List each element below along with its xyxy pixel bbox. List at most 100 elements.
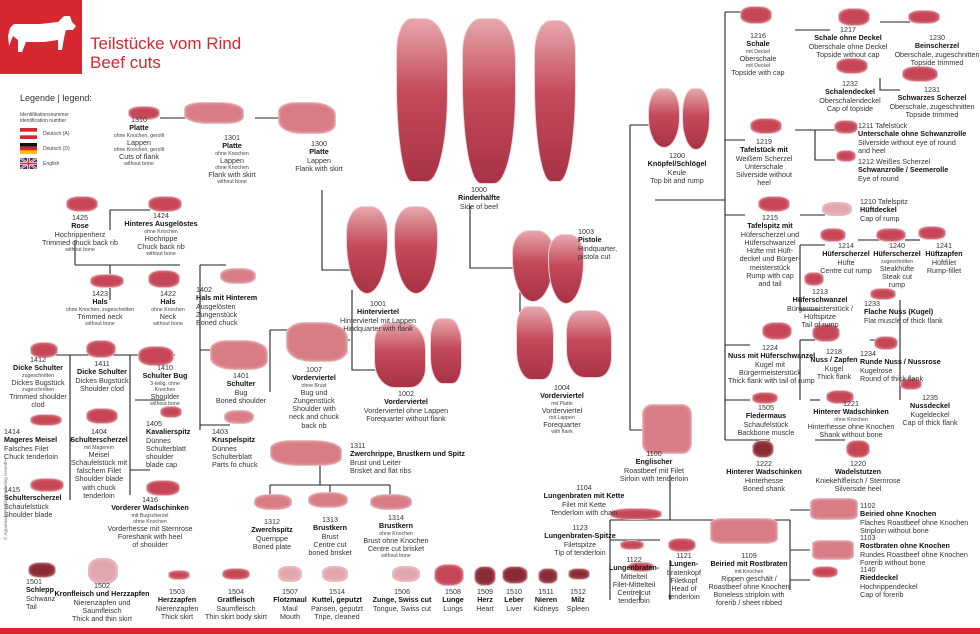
cut-name: Zungenstück: [293, 395, 335, 405]
cut-name: Tail of rump: [801, 320, 839, 330]
cut-name: Pistole: [578, 235, 602, 245]
cut-name: ohne Brust: [301, 382, 327, 389]
cut-number: 1100: [646, 449, 662, 458]
cut-name: Neck: [159, 311, 177, 321]
cut-name: Hinterviertel mit Lappen: [340, 315, 416, 325]
cut-name: Schale: [746, 39, 770, 49]
cow-icon: [8, 16, 76, 52]
copyright-credit: © Agrarmarkt Austria Marketing GesmbH: [3, 458, 8, 540]
cut-name: Hinteres Ausgelöstes: [124, 219, 198, 229]
cut-name: Wadelstutzen: [834, 467, 882, 477]
cut-name: zugeschnitten: [880, 258, 913, 265]
cut-image-1213: [804, 272, 824, 286]
legend-item-austria: Deutsch (A): [20, 128, 170, 139]
cut-image-1217: [838, 8, 870, 26]
cut-image-1403: [224, 410, 254, 424]
cut-name: Gratfleisch: [217, 595, 255, 605]
cut-name: Bürgermeisterstück: [739, 367, 801, 377]
cut-image-1505: [752, 392, 778, 404]
cut-image-1222: [752, 440, 774, 458]
cut-name: Parts fo chuck: [212, 460, 258, 470]
cut-name: Forequarter: [543, 419, 581, 429]
cut-name: Knochen: [154, 386, 176, 393]
cut-image-1501: [28, 562, 56, 578]
cut-number: 1502: [94, 581, 110, 590]
cut-name: mit Platte: [551, 400, 573, 407]
cut-number: 1234: [860, 349, 876, 358]
cut-name: pistola cut: [578, 251, 611, 261]
connector-line: [321, 190, 352, 271]
cut-number: 1405: [146, 419, 162, 428]
page-title: Teilstücke vom Rind Beef cuts: [90, 34, 241, 72]
cut-name: mit Lappen: [549, 414, 575, 421]
cut-image-1216: [740, 6, 772, 24]
cut-name: Dicke Schulter: [13, 363, 63, 373]
cut-name: without bone: [217, 179, 247, 186]
cut-name: Thick skirt: [160, 611, 194, 621]
cut-name: Flotzmaul: [273, 595, 307, 605]
side-of-beef-image: [396, 18, 448, 182]
legend-note-en: identification number: [20, 118, 67, 124]
cut-name: Trimmed chuck back rib: [41, 237, 119, 247]
cut-name: Schalendeckel: [825, 87, 875, 97]
cut-name: Schulterscherzel: [70, 435, 128, 445]
cut-name: 3-teilig, ohne: [150, 380, 180, 387]
cut-name: Topside trimmed: [905, 109, 959, 119]
cut-name: Platte: [309, 147, 329, 157]
cut-name: Striploin without bone: [860, 525, 929, 535]
cut-name: Brustkern: [379, 521, 413, 531]
cut-number: 1140: [860, 565, 876, 574]
cut-name: forerib / sheet ribbed: [716, 598, 782, 608]
cut-number: 1001: [370, 299, 386, 308]
cut-number: 1235: [922, 393, 938, 402]
cut-name: Cuts of flank: [119, 151, 159, 161]
cut-name: Dickes Bugstück: [11, 377, 65, 387]
hindquarter-image: [346, 206, 388, 294]
cut-name: Nierenzapfen: [155, 603, 199, 613]
cut-number: 1003: [578, 227, 594, 236]
cut-name: Knöpfel/Schlögel: [647, 159, 707, 169]
cut-name: Tripe, cleaned: [314, 611, 360, 621]
cut-name: Dünnes: [146, 435, 171, 445]
cut-number: 1217: [840, 25, 856, 34]
cut-number: 1510: [506, 587, 522, 596]
cut-number: 1123: [572, 523, 588, 532]
cut-name: Falsches Filet: [4, 443, 49, 453]
cut-name: Schaufelstück: [743, 419, 789, 429]
cut-name: Filetkopf: [670, 575, 698, 585]
cut-name: Nierenzapfen und: [73, 597, 131, 607]
cut-name: Shoulder blade: [74, 474, 124, 484]
cut-name: Vorderviertel: [540, 391, 584, 401]
cut-name: Thick flank: [816, 371, 852, 381]
cut-image-1425: [66, 196, 98, 212]
cut-name: Vorderer Wadschinken: [111, 503, 189, 513]
cut-name: ohne Knochen: [379, 530, 413, 537]
cut-name: Brust und Leiter: [350, 457, 401, 467]
cut-image-1233: [870, 288, 896, 300]
cut-image-1214: [820, 228, 846, 242]
cut-image-1234: [874, 336, 898, 350]
cut-image-1424: [148, 196, 182, 212]
cut-name: Hals mit Hinterem: [196, 293, 258, 303]
cut-name: Zwerchrippe, Brustkern und Spitz: [350, 449, 466, 459]
cut-name: Shoulder: [150, 391, 180, 401]
cut-image-1402: [220, 268, 256, 284]
cut-name: Runde Nuss / Nussrose: [860, 357, 941, 367]
cut-number: 1505: [758, 403, 774, 412]
cut-name: Kugel mit: [755, 359, 785, 369]
cut-name: Rose: [71, 221, 89, 231]
